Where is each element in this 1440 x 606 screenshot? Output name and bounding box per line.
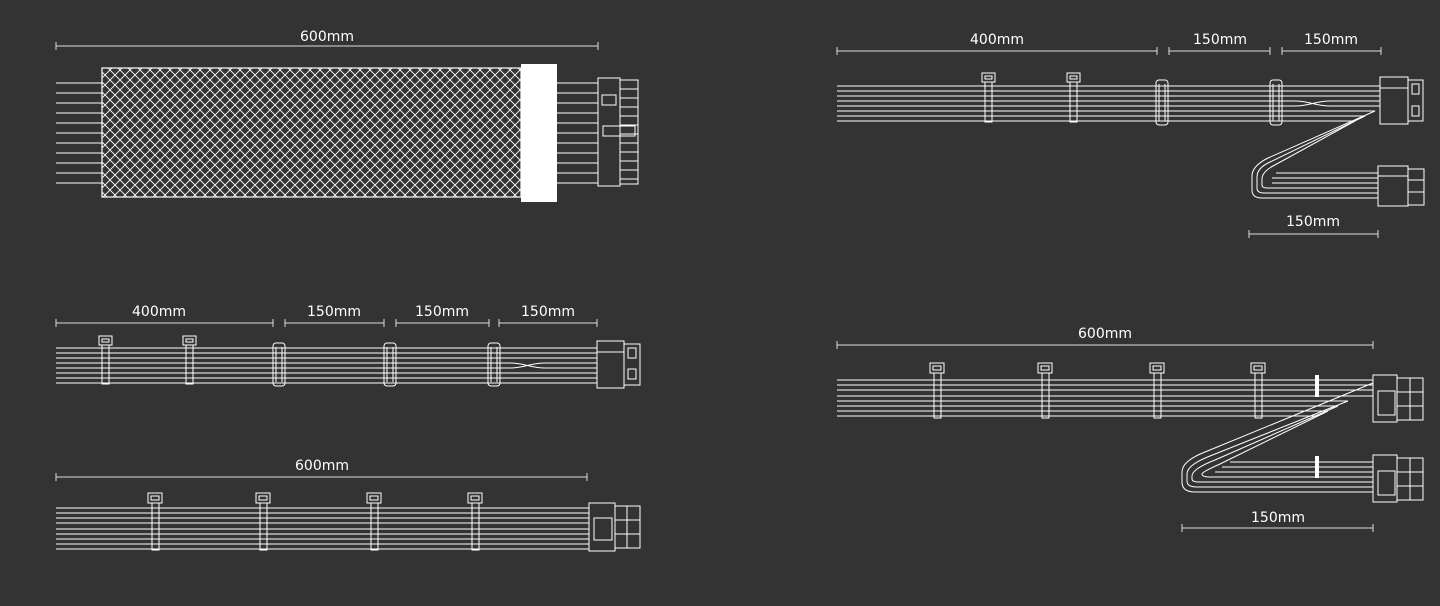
cable-wires-left	[56, 82, 102, 184]
cable-tie	[366, 492, 382, 551]
dimension-label: 600mm	[295, 458, 349, 474]
dimension-line	[55, 42, 599, 50]
cable-wires	[56, 347, 597, 384]
cable-comb	[1269, 79, 1283, 126]
cable-5: 600mm 150mm	[836, 326, 1424, 532]
cable-tie	[98, 335, 113, 385]
dimension-label: 150mm	[521, 304, 575, 320]
branch-wires	[1251, 110, 1378, 199]
dimension-label: 150mm	[1304, 32, 1358, 48]
dimension-label: 600mm	[300, 29, 354, 45]
dimension-lines	[836, 341, 1374, 532]
connector-branch	[1377, 165, 1425, 207]
dimension-label: 150mm	[1193, 32, 1247, 48]
connector-24pin	[597, 77, 639, 187]
cable-tie	[182, 335, 197, 385]
cable-wires-right	[557, 82, 598, 184]
cable-tie	[467, 492, 483, 551]
dimension-label: 400mm	[970, 32, 1024, 48]
cable-tie	[1066, 72, 1081, 123]
dimension-line	[55, 473, 588, 481]
cable-tie	[1037, 362, 1053, 419]
cable-tie	[1149, 362, 1165, 419]
mesh-sleeve	[101, 67, 522, 198]
dimension-label: 150mm	[1251, 510, 1305, 526]
cable-tie	[147, 492, 163, 551]
connector-pcie-bottom	[1372, 454, 1424, 503]
cable-4: 400mm 150mm 150mm 150mm	[836, 32, 1425, 238]
dimension-label: 400mm	[132, 304, 186, 320]
connector-4pin	[1379, 76, 1424, 125]
dimension-lines	[55, 319, 598, 327]
cable-tie	[981, 72, 996, 123]
dimension-label: 600mm	[1078, 326, 1132, 342]
heat-shrink	[521, 64, 557, 202]
connector-4pin	[596, 340, 641, 389]
cable-tie	[929, 362, 945, 419]
wire-marker	[1315, 375, 1319, 478]
cable-comb	[1155, 79, 1169, 126]
dimension-label: 150mm	[415, 304, 469, 320]
cable-wires	[837, 379, 1373, 417]
dimension-label: 150mm	[307, 304, 361, 320]
cable-wires	[56, 507, 589, 550]
cable-1: 600mm	[55, 29, 639, 202]
cable-comb	[487, 342, 501, 387]
connector-8pin	[588, 502, 641, 552]
cable-tie	[255, 492, 271, 551]
branch-wires	[1181, 382, 1374, 493]
cable-comb	[383, 342, 397, 387]
cable-2: 400mm 150mm 150mm 150mm	[55, 304, 641, 389]
dimension-lines	[836, 47, 1382, 238]
cable-wires	[837, 85, 1380, 122]
dimension-label: 150mm	[1286, 214, 1340, 230]
cable-3: 600mm	[55, 458, 641, 552]
cable-comb	[272, 342, 286, 387]
cable-tie	[1250, 362, 1266, 419]
connector-pcie-top	[1372, 374, 1424, 423]
